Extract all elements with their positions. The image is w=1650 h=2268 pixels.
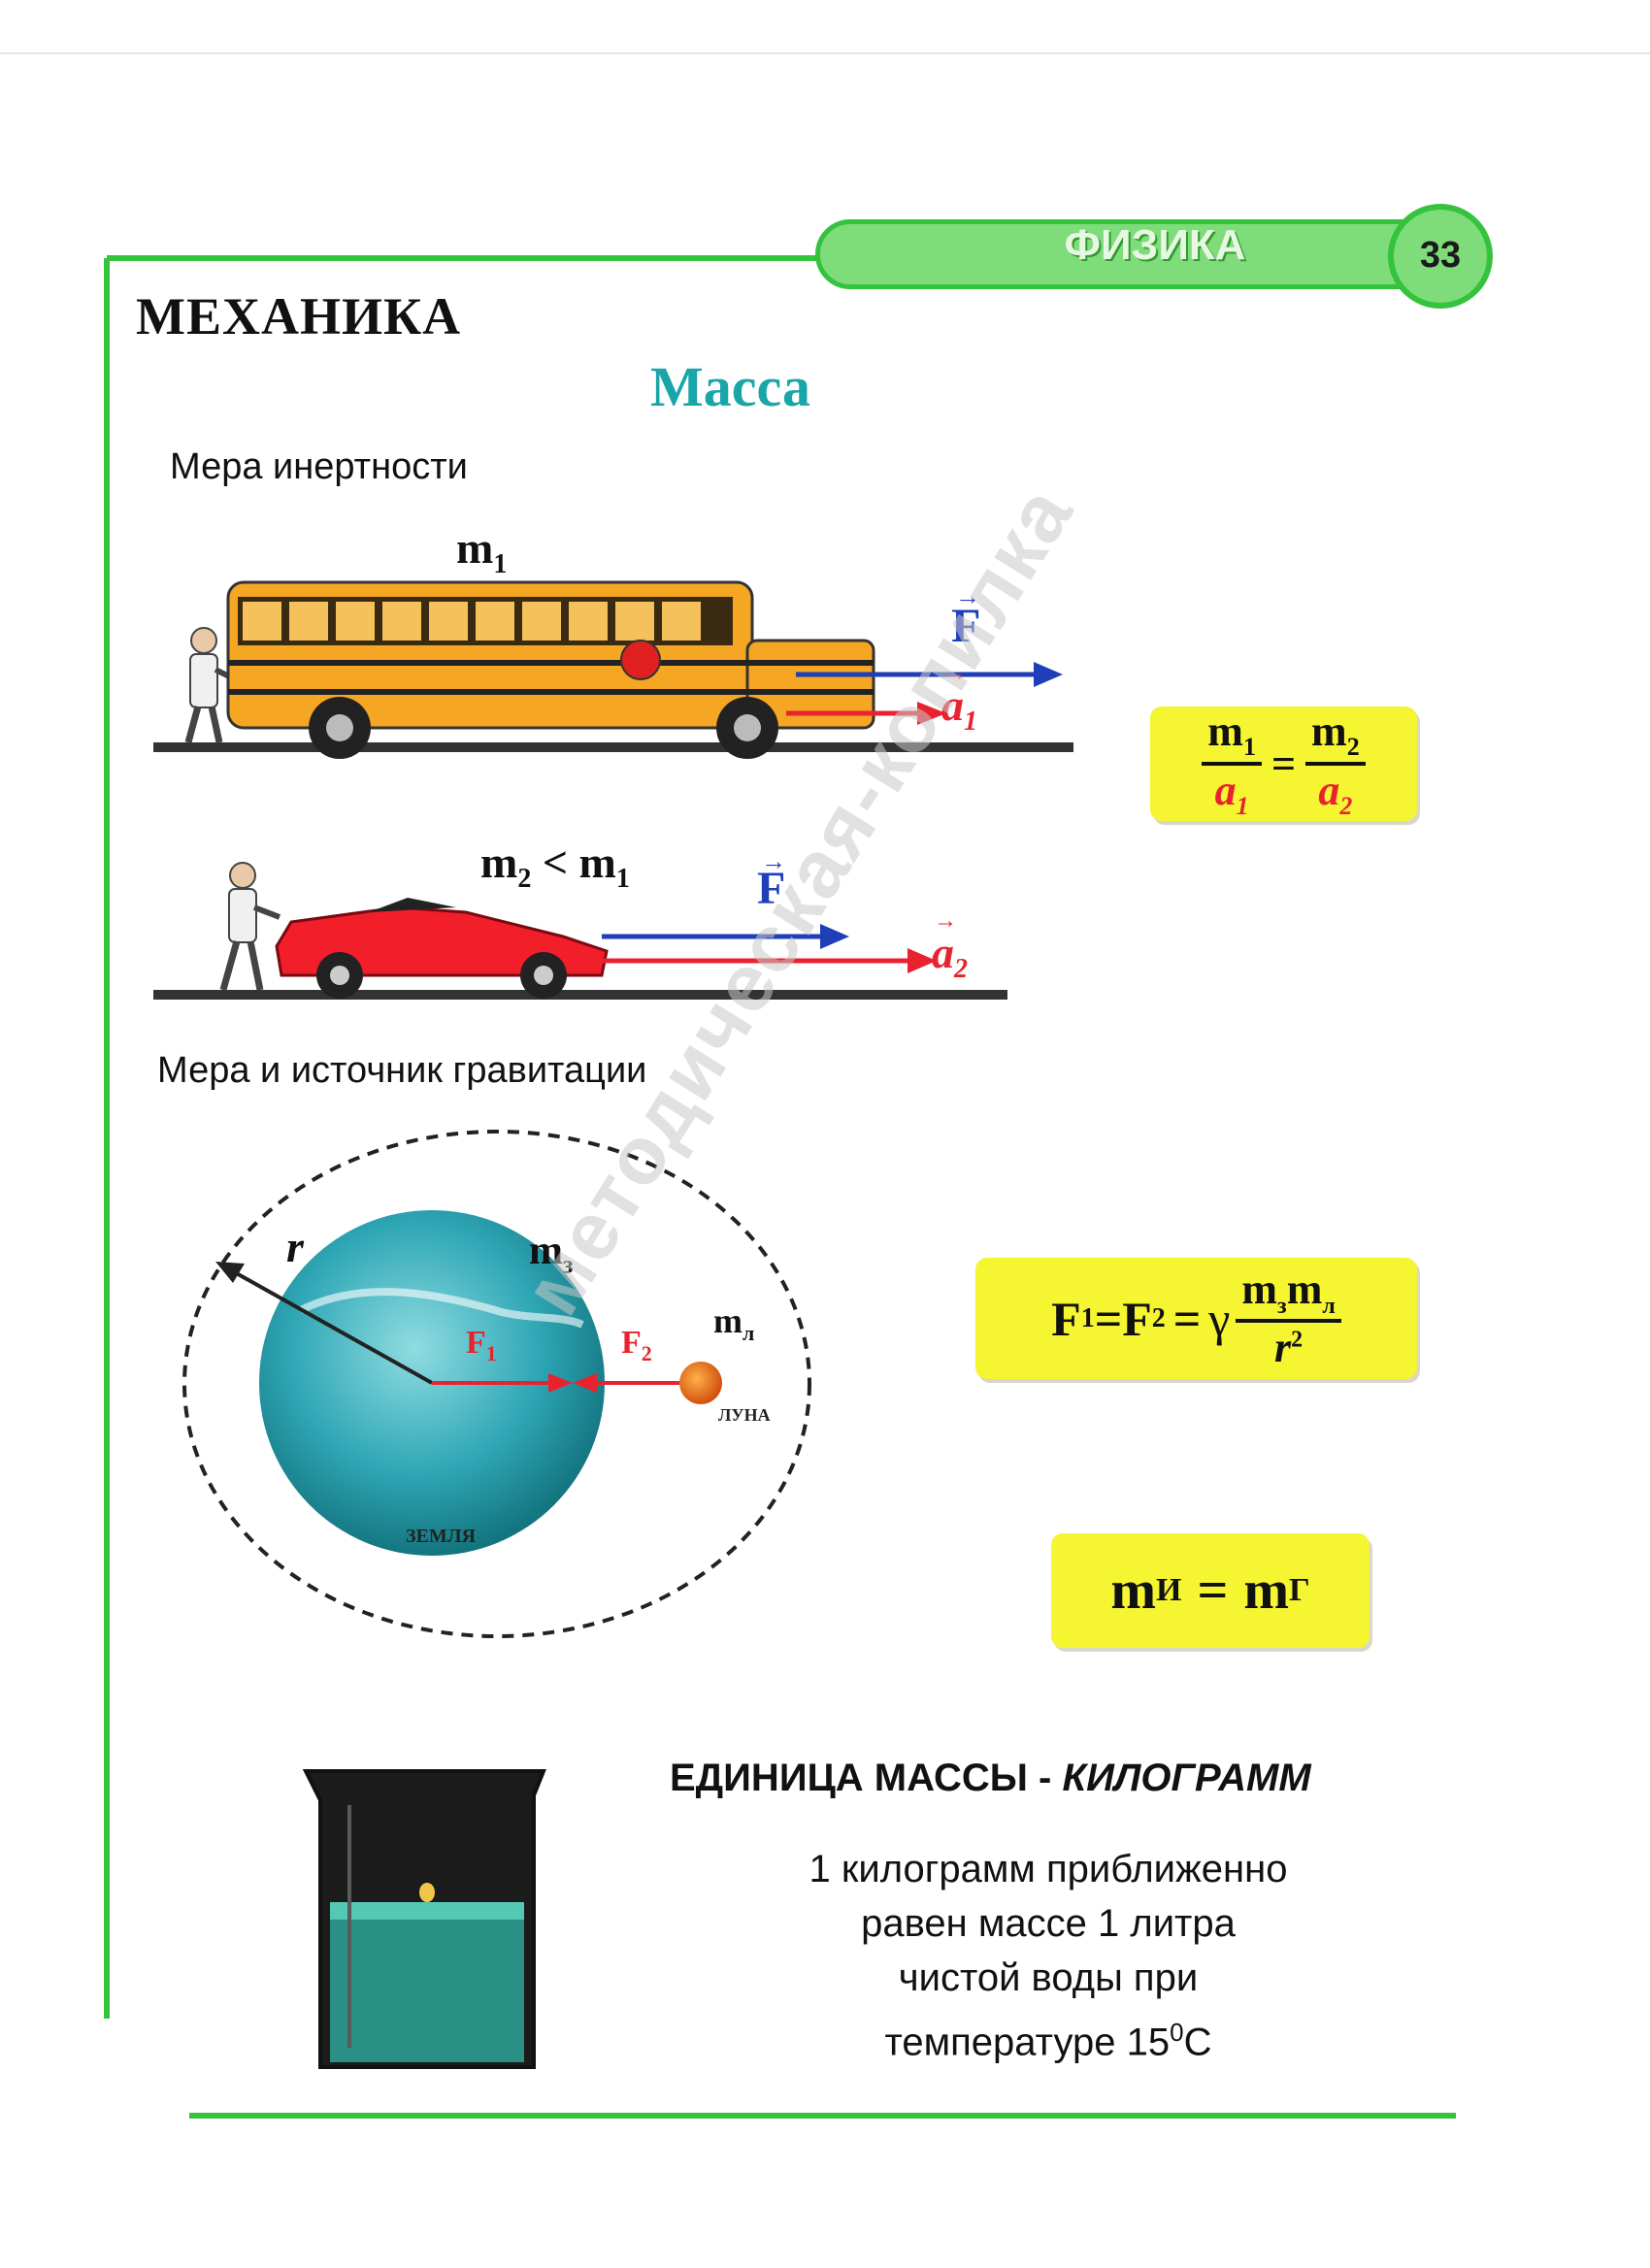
school-bus	[226, 580, 875, 759]
bus-accel-label: →a1	[941, 661, 977, 738]
gravity-caption: Мера и источник гравитации	[157, 1050, 647, 1091]
moon-mass-label: mл	[713, 1301, 755, 1346]
unit-line-3: чистой воды при	[898, 1956, 1199, 1999]
subject-label: ФИЗИКА	[1064, 221, 1246, 269]
unit-description: 1 килограмм приближенно равен массе 1 ли…	[738, 1842, 1359, 2069]
bus-illustration	[153, 580, 1073, 759]
worker-figure-2	[219, 862, 281, 991]
inertia-caption: Мера инертности	[170, 446, 468, 487]
page-number-badge: 33	[1388, 204, 1493, 309]
force-f1-label: F1	[466, 1325, 497, 1365]
car-illustration	[153, 862, 1007, 1000]
unit-line-2: равен массе 1 литра	[861, 1902, 1236, 1945]
car-accel-label: →a2	[932, 908, 968, 985]
mass-ratio-formula: m1 a1 = m2 a2	[1150, 707, 1417, 821]
earth-label: ЗЕМЛЯ	[406, 1526, 477, 1547]
car-mass-relation: m2 < m1	[480, 838, 630, 895]
moon-label: ЛУНА	[718, 1405, 771, 1425]
unit-line-4: температуре 150С	[884, 2018, 1212, 2064]
topic-title: Масса	[650, 355, 810, 418]
unit-heading: ЕДИНИЦА МАССЫ - КИЛОГРАММ	[670, 1757, 1311, 1799]
unit-line-1: 1 килограмм приближенно	[808, 1848, 1288, 1890]
section-title: МЕХАНИКА	[136, 287, 462, 345]
header-banner	[815, 219, 1436, 289]
sports-car	[275, 898, 609, 999]
earth-mass-label: mз	[529, 1229, 574, 1279]
beaker-illustration	[302, 1769, 546, 2069]
bus-mass-label: m1	[456, 523, 508, 580]
force-f2-label: F2	[621, 1325, 652, 1365]
moon	[679, 1362, 722, 1404]
radius-label: r	[286, 1222, 304, 1271]
earth-moon-diagram	[182, 1130, 811, 1638]
orbit-path	[182, 1130, 811, 1638]
car-force-label: →F	[757, 847, 786, 914]
bus-force-label: → F	[951, 582, 981, 652]
